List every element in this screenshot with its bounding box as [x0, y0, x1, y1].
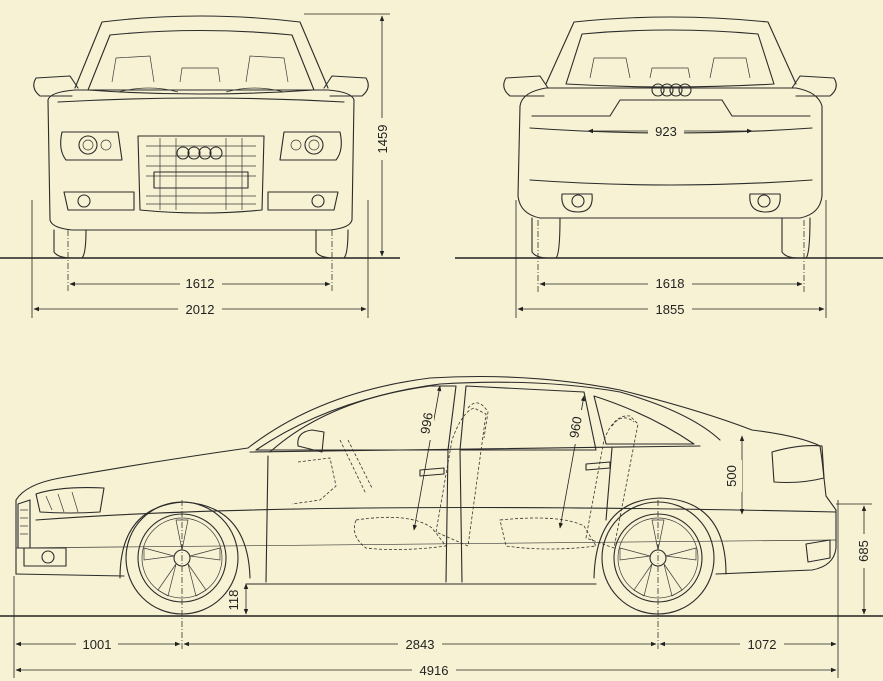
rear-trunk-width-label: 923	[655, 124, 677, 139]
wheelbase-label: 2843	[406, 637, 435, 652]
ground-clearance-label: 118	[226, 590, 241, 611]
overall-width-label: 2012	[186, 302, 215, 317]
front-headroom-label: 996	[417, 411, 436, 435]
overall-length-label: 4916	[420, 663, 449, 678]
front-view: 1612 2012 1459	[0, 13, 400, 318]
front-height-label: 1459	[375, 125, 390, 154]
rear-track-label: 1618	[656, 276, 685, 291]
trunk-opening-label: 500	[724, 465, 739, 487]
rear-overhang-label: 1072	[748, 637, 777, 652]
rear-loading-height-label: 685	[856, 540, 871, 562]
rear-headroom-label: 960	[566, 415, 585, 439]
front-overhang-label: 1001	[83, 637, 112, 652]
rear-body-width-label: 1855	[656, 302, 685, 317]
front-track-label: 1612	[186, 276, 215, 291]
rear-view: 923 1618 1855	[455, 16, 883, 318]
side-view: 996 960 500 118 685 1001 2843 1072 4916	[0, 375, 883, 678]
